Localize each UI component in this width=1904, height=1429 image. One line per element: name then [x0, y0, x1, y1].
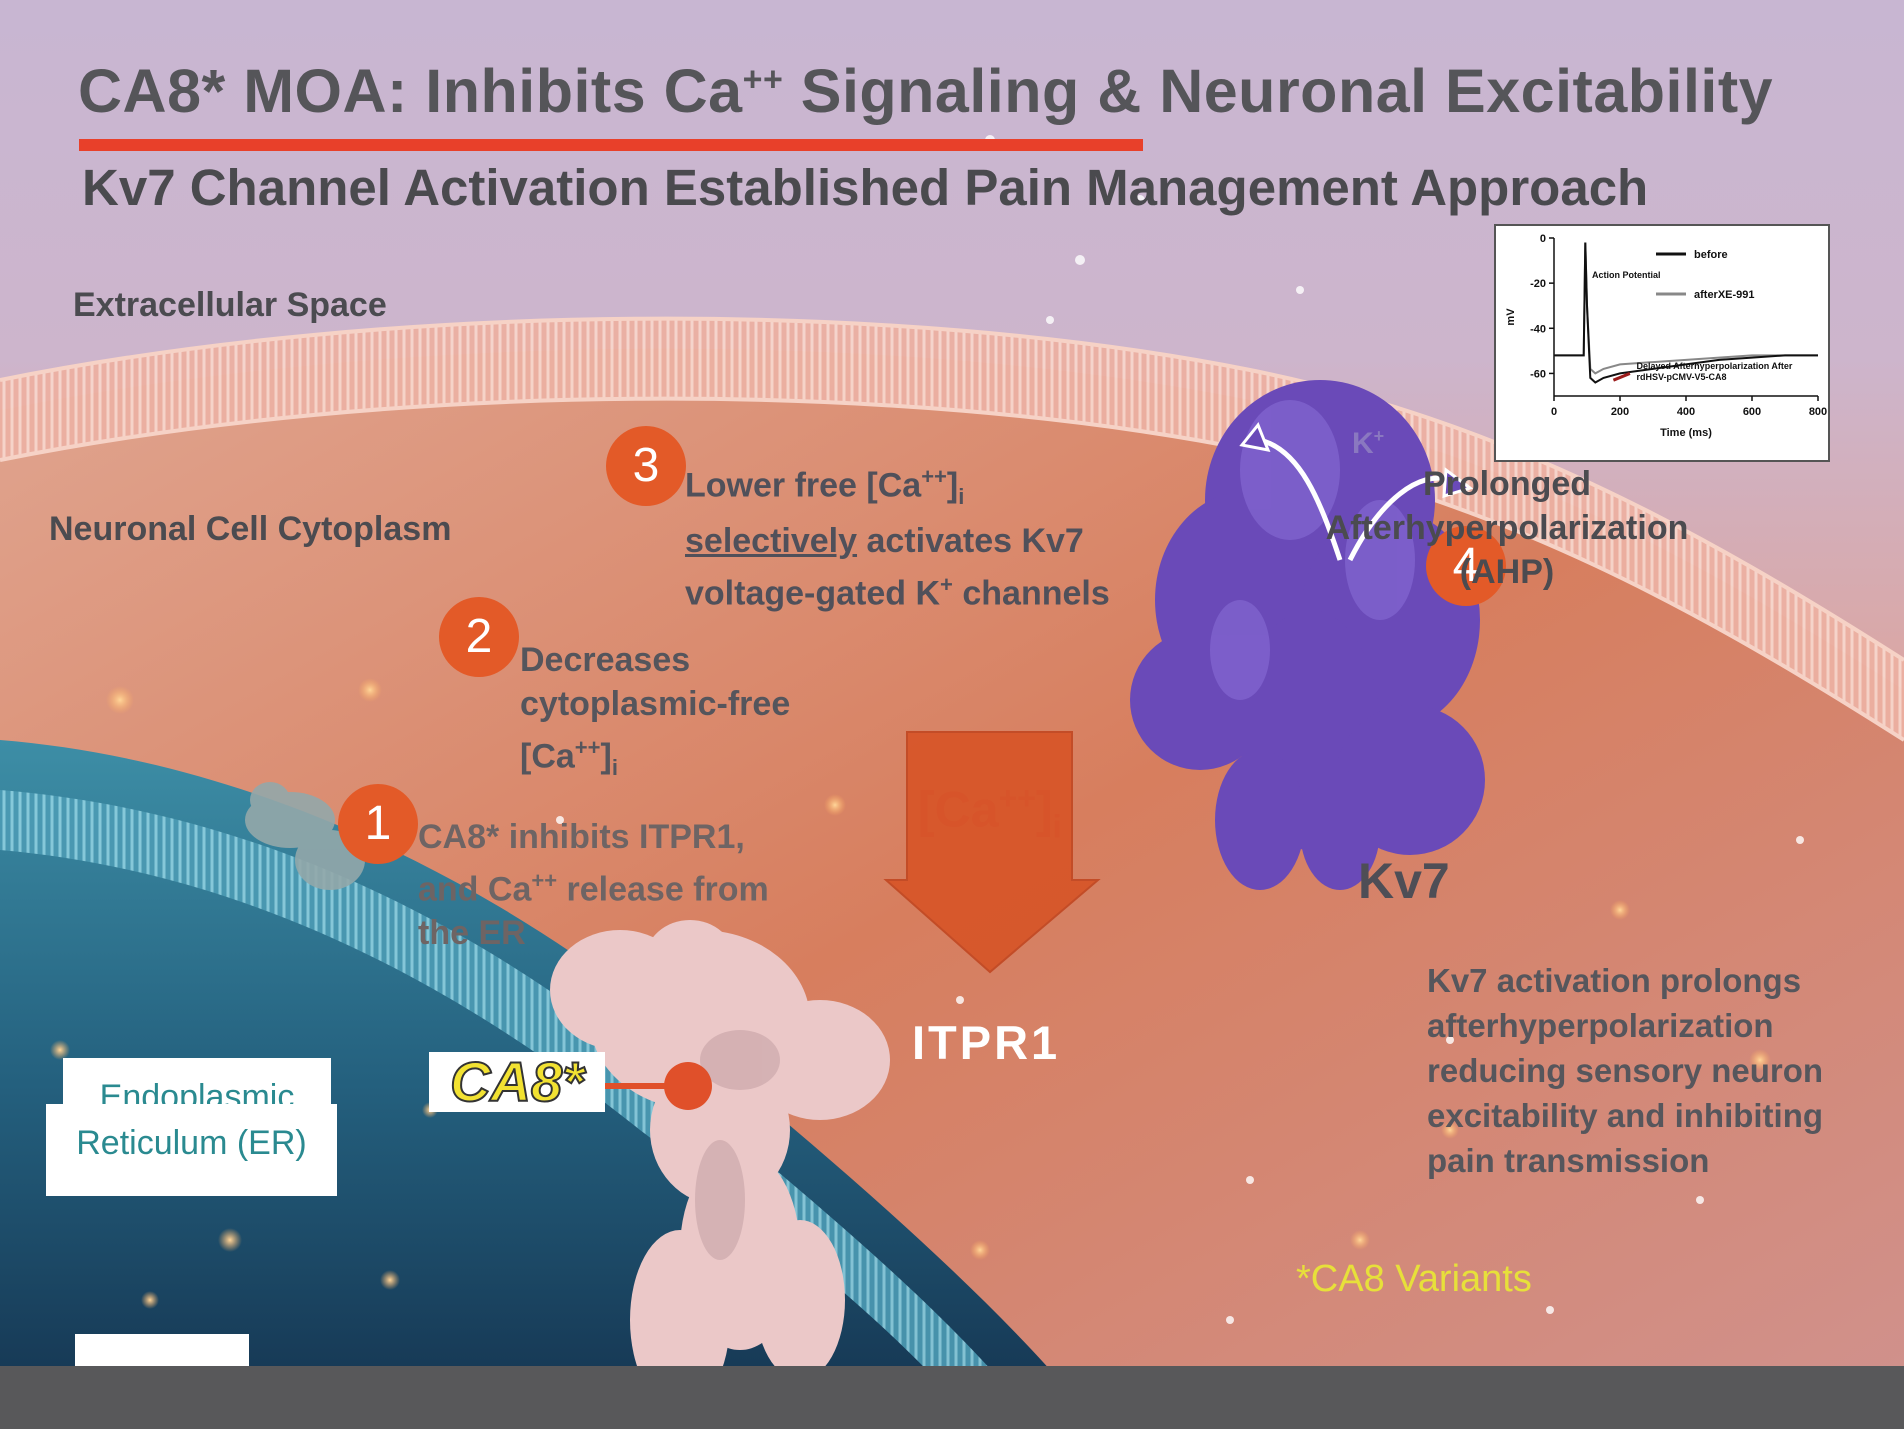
x-tick-label: 600: [1743, 406, 1761, 418]
chart-axes: [1549, 237, 1819, 401]
step-3-badge: 3: [606, 426, 686, 506]
ca8-tag: CA8*: [429, 1050, 605, 1113]
itpr1-protein: [550, 920, 890, 1410]
x-axis-label: Time (ms): [1660, 427, 1712, 439]
step-2-badge: 2: [439, 597, 519, 677]
blank-box: [75, 1334, 249, 1370]
step-1-text: CA8* inhibits ITPR1, and Ca++ release fr…: [418, 818, 769, 953]
title-underline: [79, 139, 1143, 151]
cytoplasm-label: Neuronal Cell Cytoplasm: [49, 510, 452, 548]
ca8-tag-label: CA8*: [449, 1050, 585, 1113]
x-tick-label: 400: [1677, 406, 1695, 418]
step-4-badge: 4: [1426, 526, 1506, 606]
legend-label-afterXE-991: afterXE-991: [1694, 289, 1755, 301]
y-axis-label: mV: [1505, 308, 1517, 326]
subtitle: Kv7 Channel Activation Established Pain …: [82, 159, 1649, 216]
step-3-text: Lower free [Ca++]i selectively activates…: [685, 464, 1110, 613]
legend-label-before: before: [1694, 249, 1728, 261]
series-line-afterXE-991: [1554, 242, 1818, 375]
y-tick-label: 0: [1540, 233, 1546, 245]
ca8-variants-footnote: *CA8 Variants: [1296, 1258, 1532, 1300]
itpr1-label: ITPR1: [912, 1016, 1061, 1069]
potassium-ion-label: K+: [1352, 426, 1385, 460]
calcium-down-arrow: [883, 731, 1101, 974]
step-4-text: Prolonged Afterhyperpolarization (AHP): [1325, 465, 1689, 591]
y-tick-label: -40: [1530, 323, 1546, 335]
annotation-arrow: [1612, 372, 1631, 382]
annotation-ahp-line-2: rdHSV-pCMV-V5-CA8: [1637, 372, 1727, 382]
x-tick-label: 0: [1551, 406, 1557, 418]
extracellular-label: Extracellular Space: [73, 286, 387, 324]
er-label-line-2: Reticulum (ER): [76, 1124, 307, 1162]
calcium-flow-label: [Ca++]i: [918, 780, 1062, 845]
page-title: CA8* MOA: Inhibits Ca++ Signaling & Neur…: [78, 57, 1774, 125]
annotation-ahp-line-1: Delayed Afterhyperpolarization After: [1637, 361, 1793, 371]
y-tick-label: -60: [1530, 368, 1546, 380]
series-line-before: [1554, 242, 1818, 384]
footer-bar: [0, 1366, 1904, 1429]
step-1-badge: 1: [338, 784, 418, 864]
er-label-box: Endoplasmic: [63, 1058, 331, 1110]
annotation-action-potential: Action Potential: [1592, 270, 1661, 280]
step-2-text: Decreases cytoplasmic-free [Ca++]i: [520, 641, 791, 781]
kv7-description: Kv7 activation prolongs afterhyperpolari…: [1427, 962, 1824, 1179]
y-tick-label: -20: [1530, 278, 1546, 290]
kv7-label: Kv7: [1358, 853, 1450, 909]
x-tick-label: 800: [1809, 406, 1827, 418]
x-tick-label: 200: [1611, 406, 1629, 418]
er-label-box-2: Reticulum (ER): [46, 1104, 337, 1196]
chart-lines: [1554, 242, 1818, 384]
